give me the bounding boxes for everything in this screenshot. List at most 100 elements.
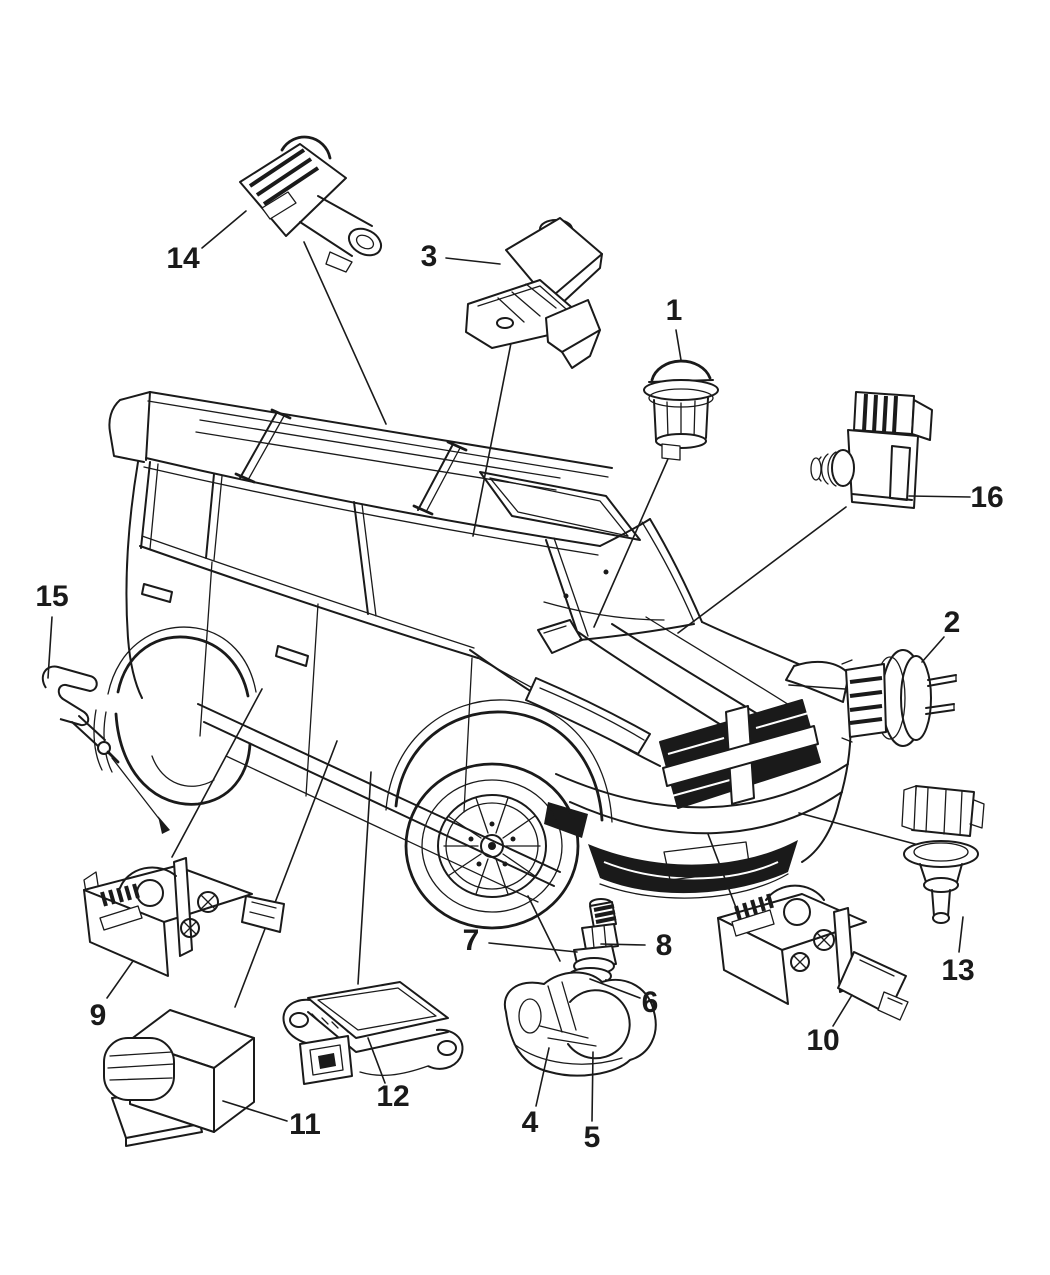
c-pillar-inner (213, 475, 223, 561)
lower-intake-slat (603, 861, 779, 880)
shell-wing (901, 785, 917, 831)
bracket-arc (119, 866, 177, 889)
body-outline (503, 971, 657, 1077)
leader-lines-part-to-vehicle (171, 241, 931, 1008)
barrel-bottom (299, 221, 353, 257)
roof-near-rail-inner (143, 466, 599, 556)
connector-inner (309, 1044, 344, 1076)
rear-rim-arc (151, 755, 215, 787)
block-label (261, 191, 297, 220)
part-9-side-impact-sensor (83, 857, 285, 977)
callout-7: 7 (463, 924, 578, 957)
grille-outline (659, 699, 821, 809)
callouts: 1 2 3 4 5 6 7 8 (35, 210, 1004, 1154)
grille-crossbar-horizontal (662, 725, 819, 787)
callout-10-leader (832, 994, 853, 1027)
tpms-valve-stem (568, 898, 619, 985)
lower-intake-fill (588, 840, 798, 894)
symbol-x-1 (816, 932, 832, 948)
part-14-impact-sensor (239, 135, 383, 273)
side-flap (911, 399, 933, 441)
prongs-upper (927, 674, 957, 687)
callout-15-number: 15 (35, 580, 68, 613)
probe-sides (931, 889, 951, 917)
symbol-circle-1 (197, 891, 219, 913)
serration (311, 1013, 349, 1033)
connector-block (845, 663, 887, 738)
left-pocket (518, 998, 542, 1034)
symbol-circle-2 (180, 918, 200, 938)
connector-pin (318, 1053, 336, 1069)
neck (919, 863, 963, 883)
callout-2-leader (921, 636, 945, 663)
callout-5-leader (591, 1051, 594, 1122)
hood-rivet-1 (603, 569, 609, 575)
lug-5 (468, 836, 474, 842)
callout-1-leader (675, 329, 682, 361)
b-pillar (353, 501, 369, 615)
housing-band (851, 493, 913, 501)
leader-part10-to-bumper (707, 833, 739, 914)
prong-caps (953, 674, 957, 711)
part-2-disc-sensor (841, 649, 957, 747)
front-hub (480, 834, 504, 858)
symbol-x-2 (793, 955, 807, 969)
collar (923, 877, 959, 893)
rear-body-edge (125, 461, 143, 699)
connector-ribs (849, 676, 883, 725)
front-tire-inner (421, 779, 563, 913)
callout-10: 10 (806, 994, 853, 1057)
rack-crossbar-front-inner (425, 447, 461, 513)
mount-ring-arc (280, 135, 332, 160)
callout-8-leader (600, 943, 646, 946)
cage-lines (539, 981, 597, 1047)
callout-7-leader (488, 942, 578, 953)
callout-16-leader (908, 495, 971, 498)
callout-2-number: 2 (944, 606, 961, 639)
symbol-circle-1 (813, 929, 835, 951)
lug-2 (510, 836, 516, 842)
connector-shell (911, 785, 975, 837)
callout-11-leader (222, 1100, 288, 1122)
left-ear-hole (289, 1012, 309, 1028)
leader-part2-to-headlamp (788, 684, 846, 690)
callout-13: 13 (941, 916, 975, 987)
beltline (139, 545, 479, 659)
bracket-hole (496, 317, 514, 329)
part-illustrations (41, 135, 985, 1147)
flange (903, 840, 979, 868)
lug-4 (476, 861, 482, 867)
callout-9: 9 (90, 960, 134, 1032)
part-11-box-module (103, 1009, 255, 1147)
part-1-dome-sensor (643, 359, 719, 461)
rocker-molding (225, 755, 539, 903)
callout-11: 11 (222, 1100, 321, 1141)
headlight-near-inner (539, 687, 645, 741)
liftgate-top (108, 391, 151, 463)
door-cut-front (463, 657, 473, 813)
tpms-sensor-body (503, 971, 657, 1077)
hood-character-line-2 (611, 623, 775, 725)
grille-slat-4 (757, 771, 817, 791)
rear-wheel-arch (116, 635, 250, 698)
callout-1-number: 1 (666, 294, 683, 327)
a-pillar-near (545, 539, 581, 641)
side-mirror-inner (543, 625, 567, 634)
callout-1: 1 (666, 294, 683, 361)
bumper-bottom (599, 873, 789, 899)
rack-crossbar-rear-caps (234, 408, 292, 484)
callout-12-number: 12 (376, 1080, 409, 1113)
roof-groove-2 (195, 431, 557, 491)
callout-3-number: 3 (421, 240, 438, 273)
nose-tip (810, 457, 822, 481)
shell-ribs (925, 787, 963, 836)
ear-bridge (359, 1065, 429, 1076)
callout-16: 16 (908, 481, 1004, 514)
roof-groove-1 (199, 419, 561, 479)
probe-tip (932, 912, 950, 924)
wedge-tip (561, 329, 601, 369)
barrel-end (347, 227, 383, 257)
callout-14-leader (201, 210, 247, 249)
callout-2: 2 (921, 606, 961, 663)
left-ear (282, 998, 311, 1045)
